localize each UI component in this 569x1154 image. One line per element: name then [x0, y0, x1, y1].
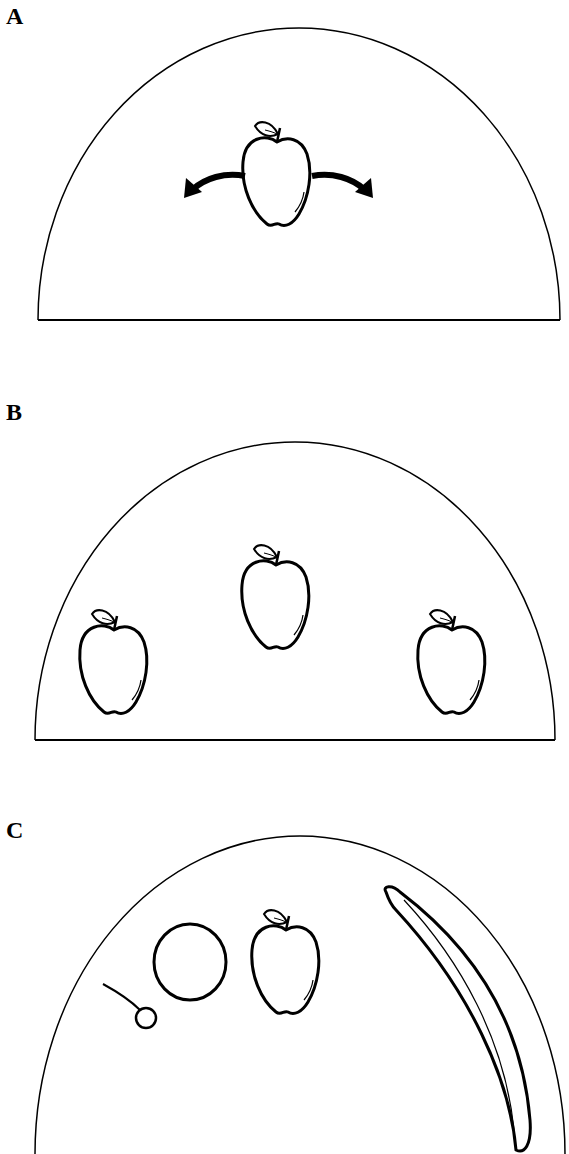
dome-b: [35, 442, 555, 740]
apple: [243, 122, 310, 225]
apple: [252, 910, 319, 1013]
apple: [80, 610, 147, 713]
panel-letter: A: [6, 4, 23, 28]
panel-letter: C: [6, 818, 23, 842]
cherry: [136, 1008, 156, 1028]
dome-c: [35, 836, 565, 1154]
banana: [385, 887, 530, 1151]
apple: [242, 545, 309, 648]
dome-a: [38, 28, 560, 320]
panel-letter: B: [6, 400, 22, 424]
orange: [154, 924, 226, 1000]
apple: [418, 610, 485, 713]
